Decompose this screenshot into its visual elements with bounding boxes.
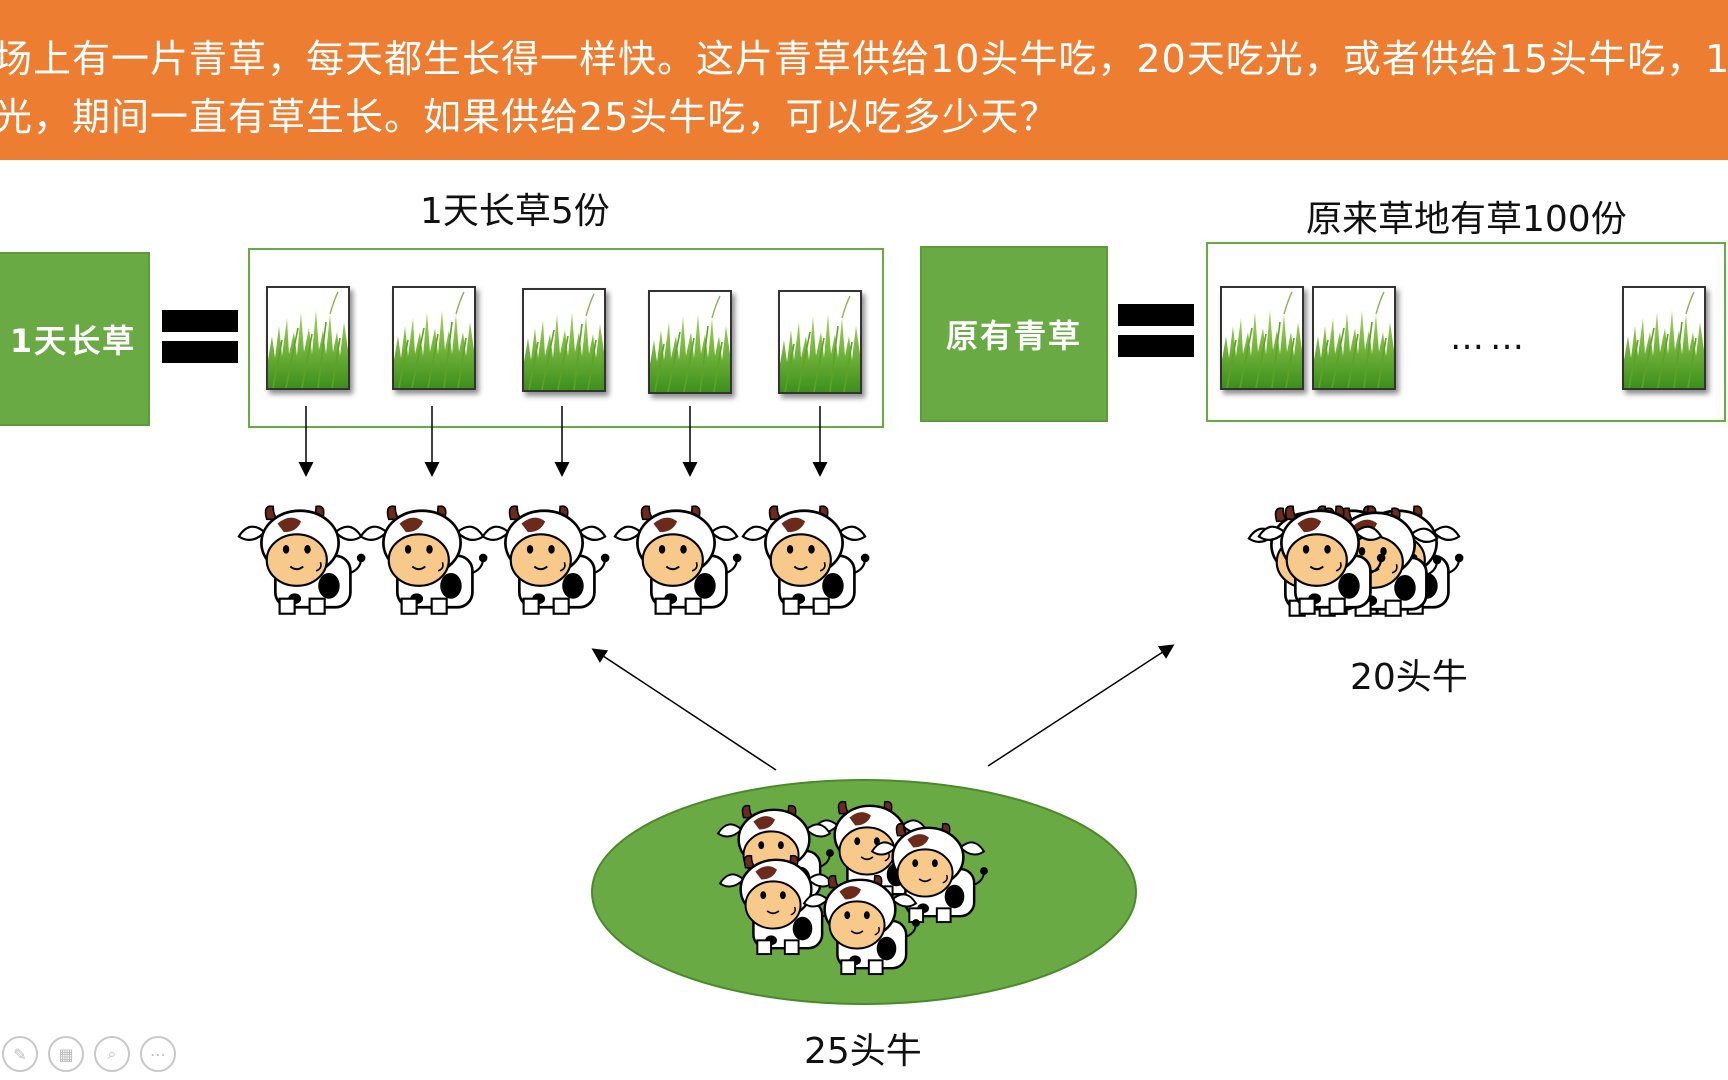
grass-icon: [266, 286, 350, 390]
equals-sign-icon: [1118, 304, 1194, 366]
pasture-cows-caption: 25头牛: [804, 1031, 922, 1072]
cow-icon: [352, 500, 492, 618]
ellipsis: ……: [1450, 318, 1530, 358]
cow-icon: [474, 500, 614, 618]
cow-icon: [606, 500, 746, 618]
grass-icon: [648, 290, 732, 394]
daily-growth-caption: 1天长草5份: [420, 191, 610, 232]
cow-icon: [230, 500, 370, 618]
grass-icon: [1312, 286, 1396, 390]
zoom-icon[interactable]: ⌕: [94, 1036, 130, 1072]
equals-sign-icon: [162, 310, 238, 372]
daily-growth-box: 1天长草: [0, 252, 150, 426]
right-cows-caption: 20头牛: [1350, 657, 1468, 698]
cow-icon: [1250, 500, 1390, 618]
grass-icon: [1622, 286, 1706, 390]
original-grass-caption: 原来草地有草100份: [1306, 199, 1627, 240]
grass-icon: [1220, 286, 1304, 390]
question-line-1: 场上有一片青草，每天都生长得一样快。这片青草供给10头牛吃，20天吃光，或者供给…: [0, 37, 1728, 81]
pen-icon[interactable]: ✎: [2, 1036, 38, 1072]
cow-icon: [734, 500, 874, 618]
original-grass-box: 原有青草: [920, 246, 1108, 422]
arrow-to-left-cows: [591, 648, 777, 771]
grass-icon: [778, 290, 862, 394]
question-banner: 场上有一片青草，每天都生长得一样快。这片青草供给10头牛吃，20天吃光，或者供给…: [0, 0, 1728, 160]
cow-icon: [796, 870, 924, 978]
more-icon[interactable]: ⋯: [140, 1036, 176, 1072]
grass-icon: [522, 288, 606, 392]
question-line-2: 光，期间一直有草生长。如果供给25头牛吃，可以吃多少天？: [0, 95, 1059, 139]
arrow-to-right-cows: [987, 644, 1175, 767]
grid-icon[interactable]: ▦: [48, 1036, 84, 1072]
original-grass-box-label: 原有青草: [945, 317, 1082, 355]
grass-icon: [392, 286, 476, 390]
daily-growth-box-label: 1天长草: [9, 322, 137, 360]
